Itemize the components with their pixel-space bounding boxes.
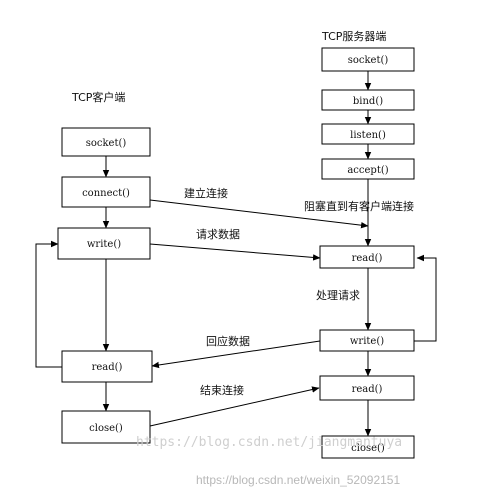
server-title: TCP服务器端 [321,30,386,43]
client-read-box: read() [61,350,153,383]
label-block-until-connect: 阻塞直到有客户端连接 [304,199,414,213]
server-close-box: close() [321,435,415,459]
server-read-label: read() [352,253,383,264]
server-listen-box: listen() [321,123,415,145]
server-socket-box: socket() [321,47,415,72]
server-listen-label: listen() [350,130,386,141]
client-connect-label: connect() [82,188,130,199]
server-bind-box: bind() [321,89,415,111]
arrow-server-loop [414,254,437,342]
label-process-request: 处理请求 [316,289,360,302]
client-socket-box: socket() [61,127,151,157]
server-close-label: close() [351,443,385,454]
client-read-label: read() [92,362,123,373]
server-read2-box: read() [319,375,415,401]
arrow-response-data [151,340,321,369]
watermark-url: https://blog.csdn.net/weixin_52092151 [196,473,400,487]
server-accept-box: accept() [321,158,415,180]
label-end-connection: 结束连接 [200,384,244,397]
arrow-client-loop [35,240,62,368]
server-write-box: write() [319,329,415,352]
server-socket-label: socket() [348,55,389,66]
server-accept-label: accept() [347,165,388,176]
arrow-establish-connection [142,195,369,229]
server-write-label: write() [350,336,384,347]
client-write-label: write() [87,239,121,250]
arrow-request-data [149,243,321,261]
label-request-data: 请求数据 [196,227,240,241]
label-establish-connection: 建立连接 [184,186,228,200]
server-bind-label: bind() [353,96,383,107]
client-title: TCP客户端 [71,90,125,104]
client-close-box: close() [61,410,151,444]
label-response-data: 回应数据 [206,334,250,348]
client-connect-box: connect() [61,176,151,208]
client-socket-label: socket() [86,138,127,149]
client-close-label: close() [89,423,123,434]
watermark-blog: https://blog.csdn.net/jiangmantuya [136,435,402,450]
server-read2-label: read() [352,384,383,395]
server-read-box: read() [319,245,415,269]
arrow-end-connection [149,386,320,427]
client-write-box: write() [57,227,151,260]
